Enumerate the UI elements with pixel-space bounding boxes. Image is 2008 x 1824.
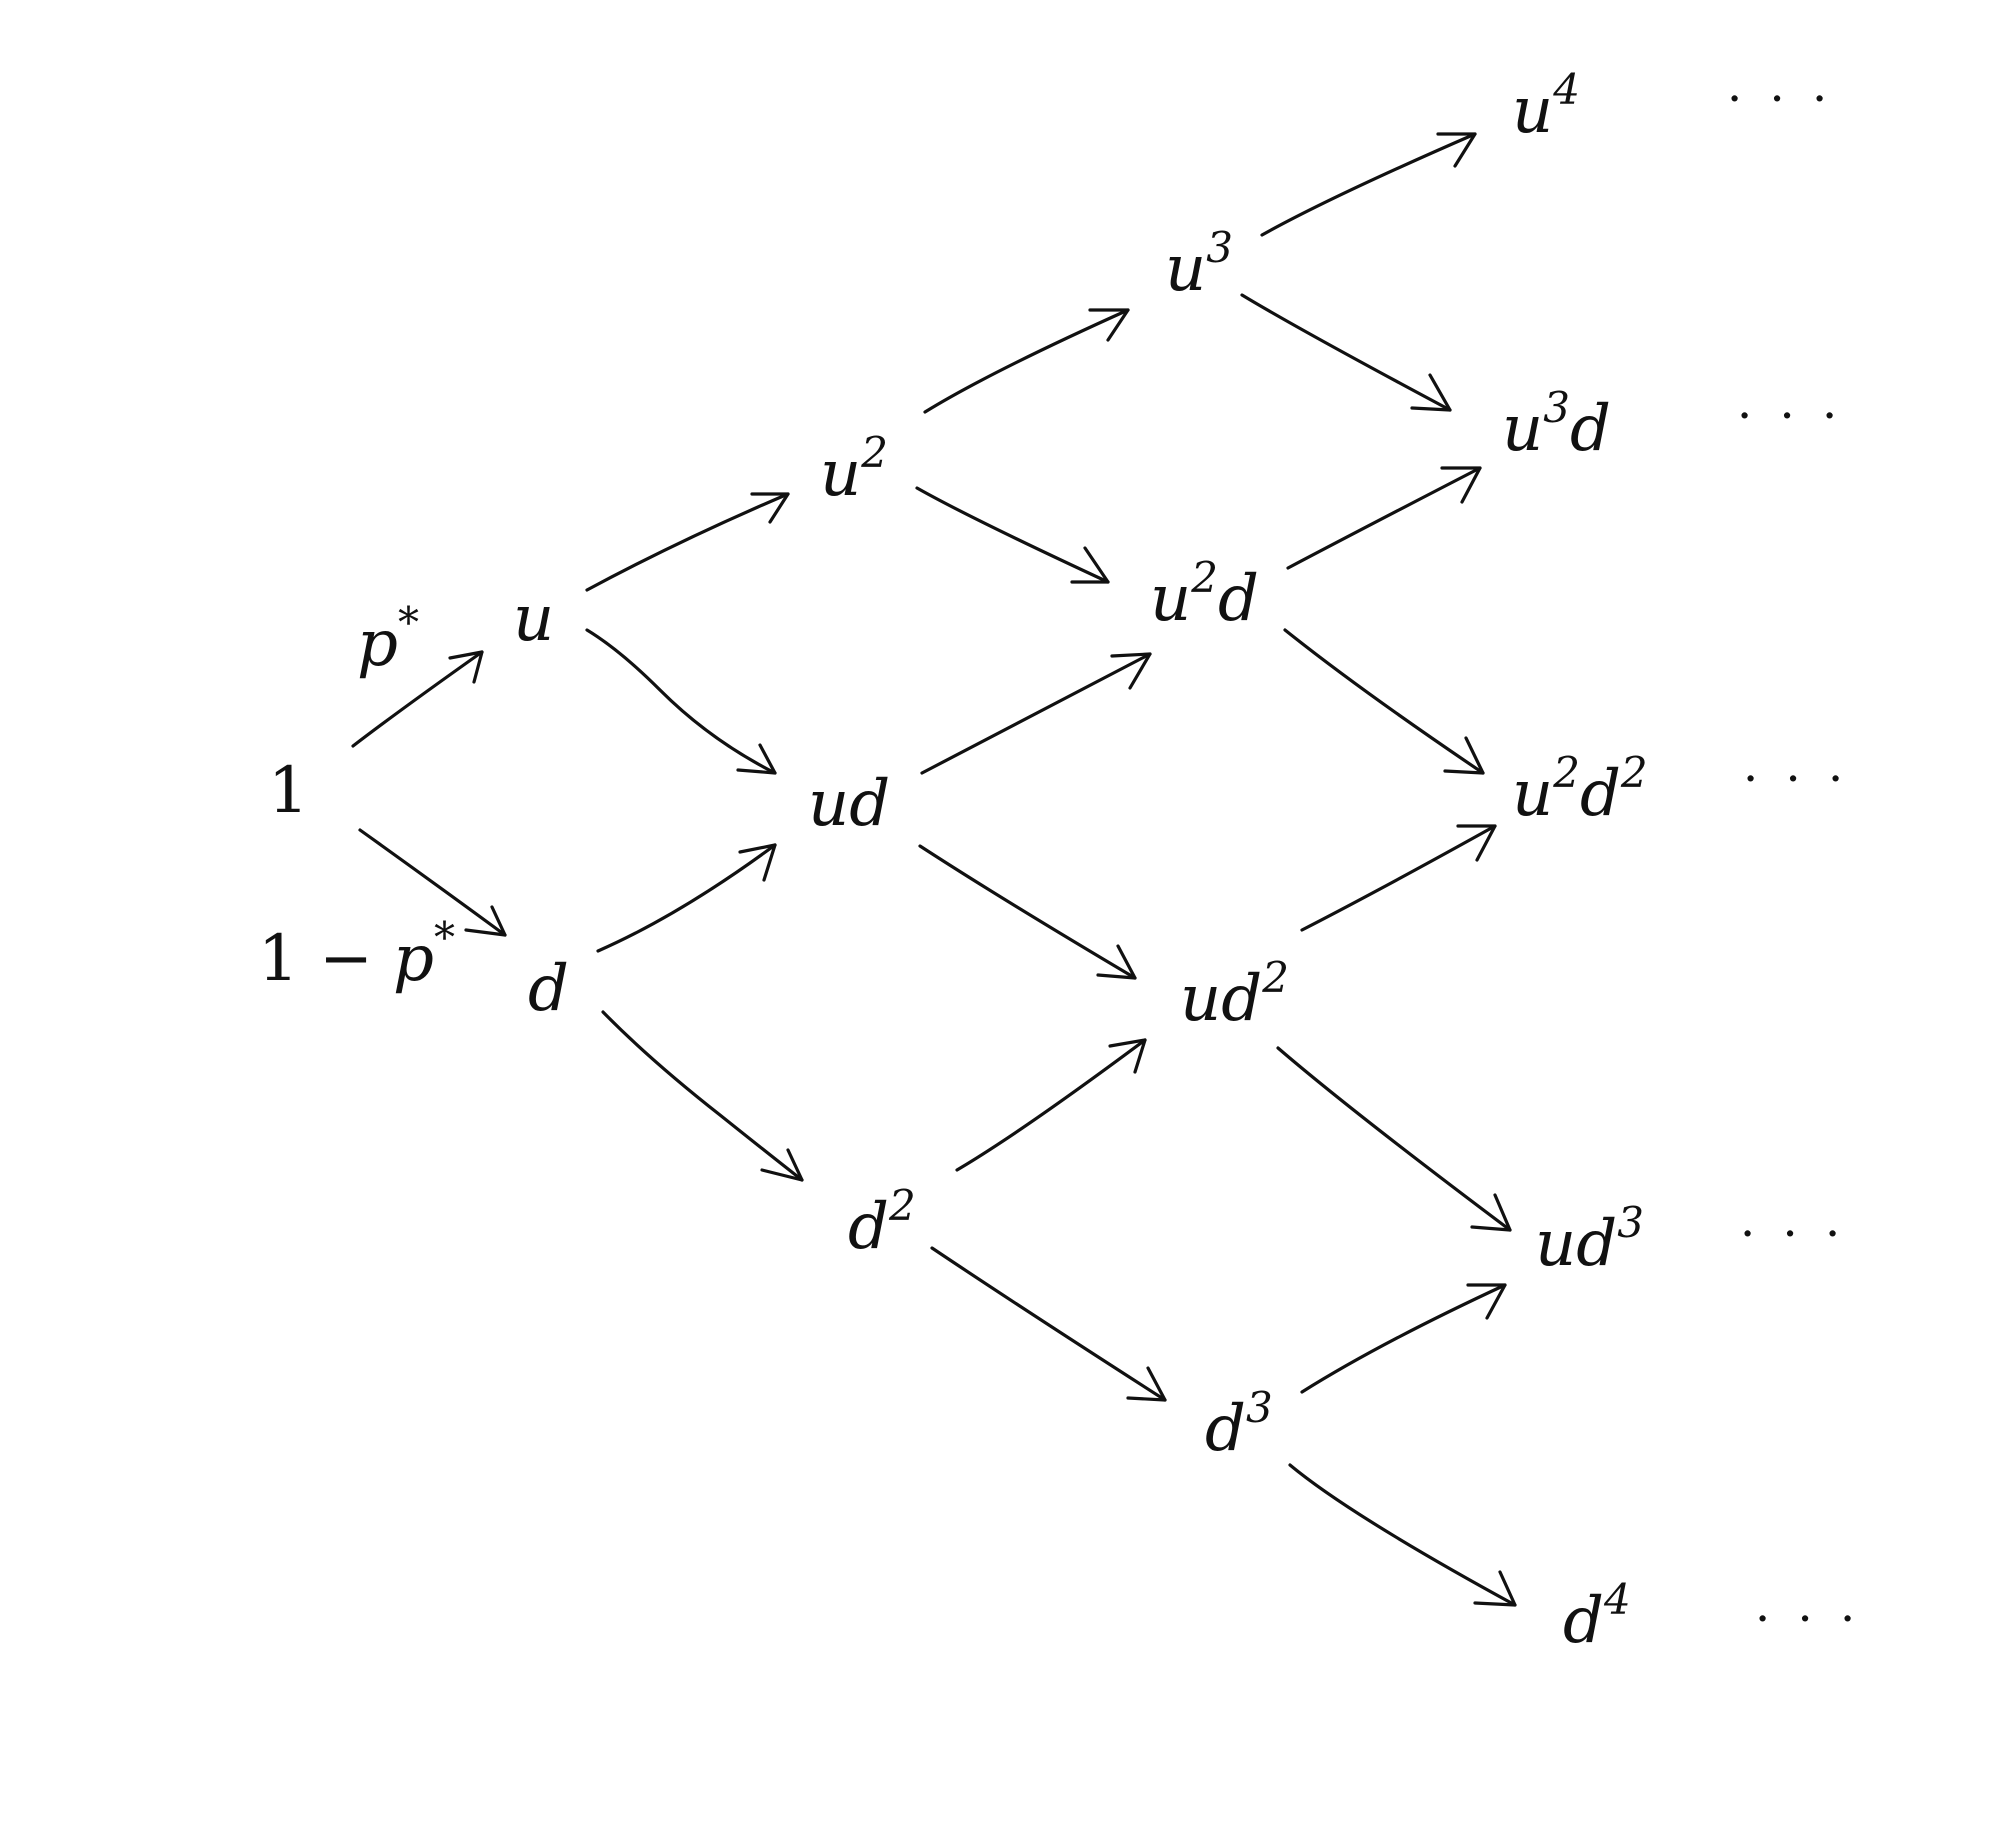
edge-d-ud — [596, 843, 777, 953]
arrowhead-icon — [448, 650, 484, 684]
arrowhead-icon — [1440, 466, 1482, 504]
edge-u-u2 — [585, 492, 790, 592]
edge-u3-u4 — [1260, 132, 1477, 237]
edge-ud-ud2 — [918, 844, 1137, 980]
edge-u-ud — [585, 628, 777, 775]
arrowhead-icon — [1108, 1038, 1147, 1074]
edge-u2-u3 — [923, 308, 1130, 414]
edge-u3-u3d — [1240, 293, 1452, 412]
arrowhead-icon — [1088, 308, 1130, 342]
root-node: 1 — [268, 754, 309, 828]
node-u2d: u2d — [1150, 553, 1259, 636]
continuation-dots-u2d2: · · · — [1743, 751, 1849, 807]
node-u3: u3 — [1165, 223, 1233, 306]
arrowhead-icon — [1410, 373, 1452, 412]
node-u2d2: u2d2 — [1512, 748, 1648, 831]
arrowhead-icon — [1070, 546, 1110, 584]
node-u: u — [513, 582, 554, 656]
arrowhead-icon — [1436, 132, 1477, 168]
node-ud: ud — [808, 767, 890, 841]
continuation-dots-u3d: · · · — [1737, 388, 1843, 444]
node-u3d: u3d — [1502, 383, 1611, 466]
arrowhead-icon — [760, 1148, 804, 1182]
node-u2: u2 — [820, 428, 888, 511]
node-d4: d4 — [1563, 1575, 1631, 1658]
edge-root-d — [358, 828, 507, 937]
arrowhead-icon — [1443, 736, 1485, 775]
arrowhead-icon — [736, 743, 777, 775]
continuation-dots-ud3: · · · — [1740, 1206, 1846, 1262]
node-u4: u4 — [1512, 65, 1580, 148]
arrowhead-icon — [1110, 652, 1152, 690]
edge-u2d-u3d — [1286, 466, 1482, 570]
arrowhead-icon — [738, 843, 777, 882]
arrowhead-icon — [1126, 1366, 1167, 1402]
arrowhead-icon — [1473, 1570, 1517, 1607]
edge-u2-u2d — [915, 486, 1110, 584]
edge-ud-u2d — [920, 652, 1152, 775]
edge-ud2-ud3 — [1276, 1046, 1512, 1232]
node-d: d — [528, 952, 569, 1026]
node-d3: d3 — [1205, 1383, 1273, 1466]
arrowhead-icon — [464, 905, 507, 937]
up-probability-label: p* — [357, 598, 419, 681]
arrowhead-icon — [1096, 944, 1137, 980]
continuation-dots-u4: · · · — [1727, 71, 1833, 127]
node-ud3: ud3 — [1535, 1198, 1644, 1281]
edge-d2-d3 — [930, 1246, 1167, 1402]
arrowhead-icon — [1470, 1193, 1512, 1232]
edge-root-u — [351, 650, 484, 748]
continuation-dots-d4: · · · — [1755, 1591, 1861, 1647]
edge-u2d-u2d2 — [1283, 628, 1485, 775]
down-probability-label: 1 − p* — [258, 913, 455, 996]
arrowhead-icon — [1466, 1283, 1507, 1320]
node-d2: d2 — [848, 1181, 916, 1264]
edge-d-d2 — [601, 1010, 804, 1182]
edge-d2-ud2 — [955, 1038, 1147, 1172]
node-ud2: ud2 — [1180, 953, 1289, 1036]
edge-d3-ud3 — [1300, 1283, 1507, 1394]
edge-d3-d4 — [1288, 1463, 1517, 1607]
arrowhead-icon — [1456, 824, 1497, 862]
edge-ud2-u2d2 — [1300, 824, 1497, 932]
edges — [351, 132, 1517, 1607]
arrowhead-icon — [750, 492, 790, 524]
